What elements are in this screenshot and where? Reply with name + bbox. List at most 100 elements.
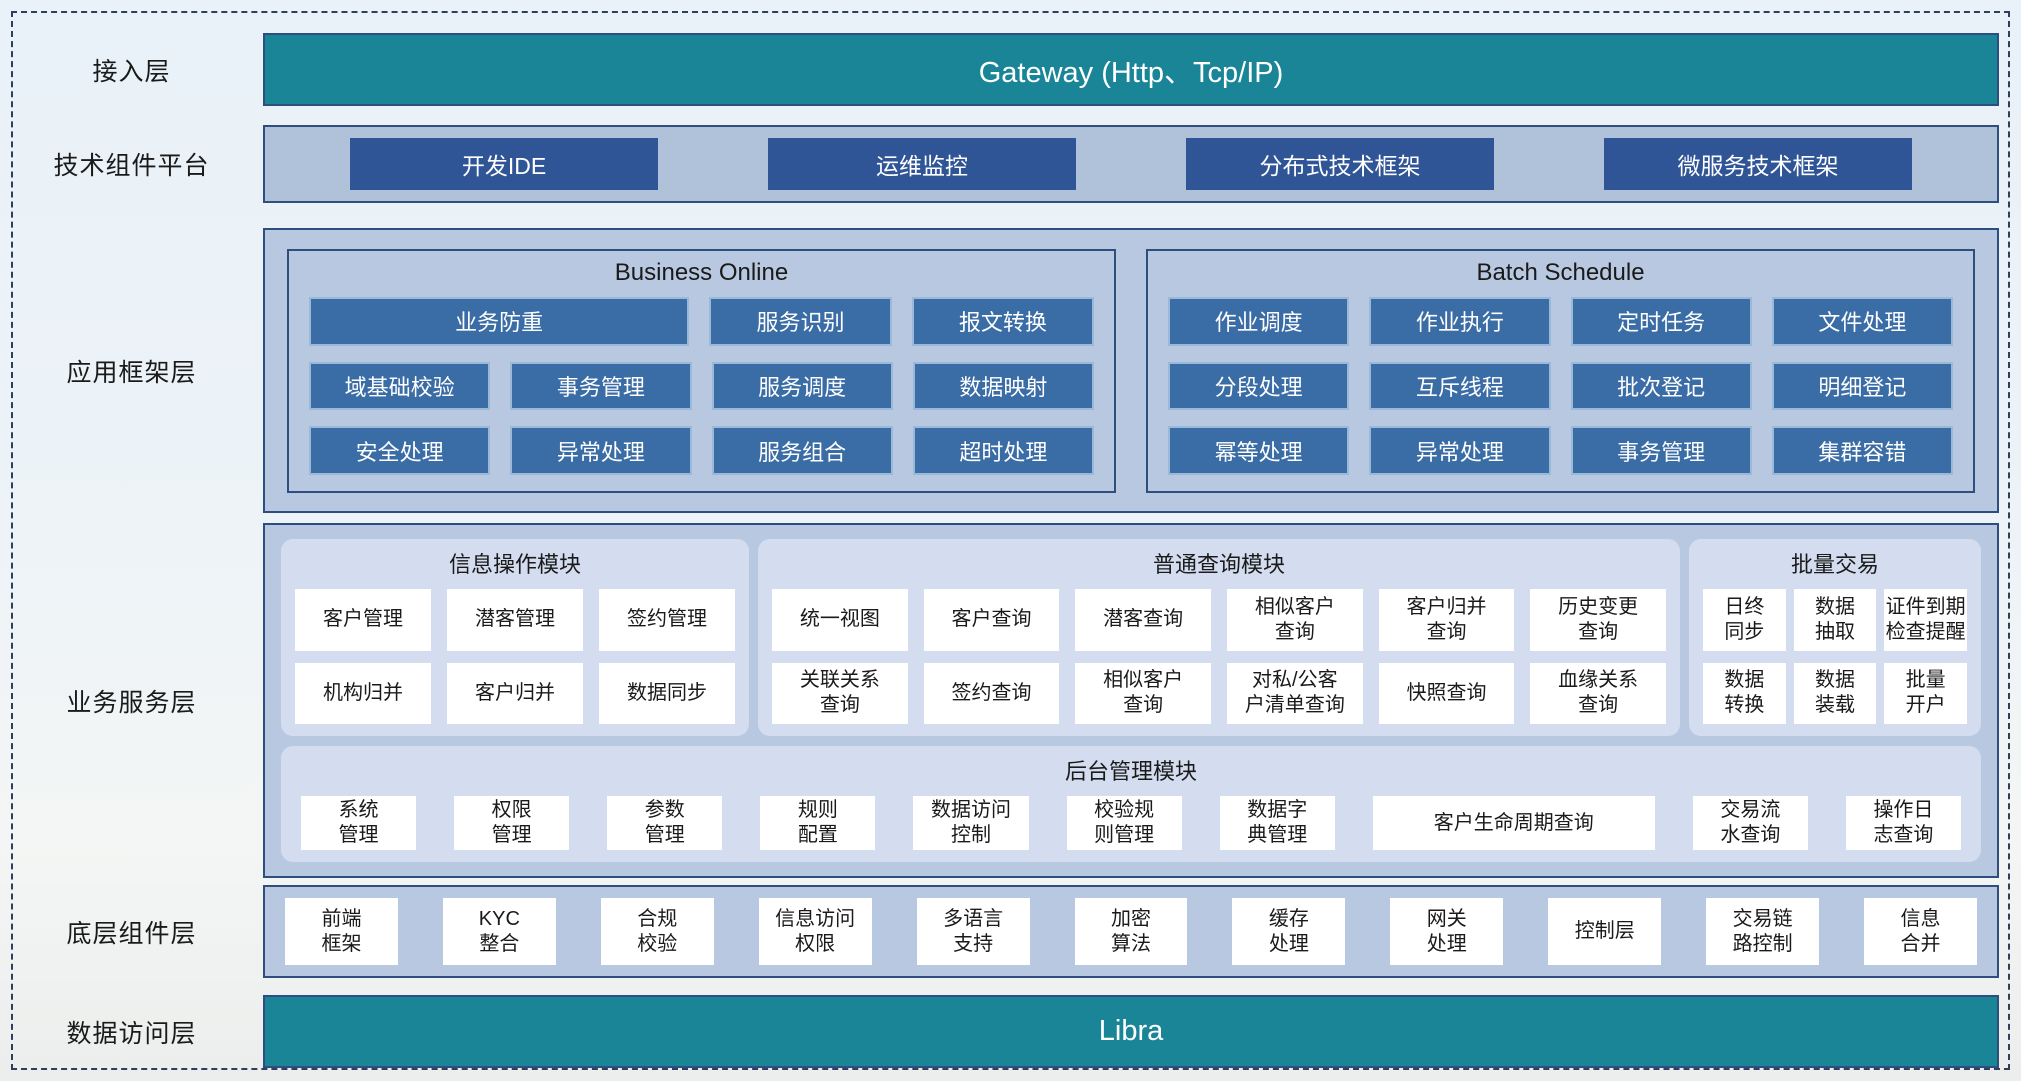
service-box: 参数 管理 — [607, 796, 723, 850]
framework-box: 集群容错 — [1771, 426, 1953, 476]
framework-box: 事务管理 — [1570, 426, 1752, 476]
framework-box: 服务调度 — [711, 361, 893, 411]
layer-label-access: 接入层 — [92, 57, 171, 86]
service-box: 规则 配置 — [760, 796, 876, 850]
component-box: 合规 校验 — [600, 898, 714, 965]
framework-box: 安全处理 — [309, 426, 491, 476]
business-online-rows: 业务防重 服务识别报文转换 域基础校验事务管理服务调度数据映射 安全处理异常处理… — [309, 297, 1094, 476]
common-query-row-2: 关联关系 查询签约查询相似客户 查询对私/公客 户清单查询快照查询血缘关系 查询 — [772, 662, 1666, 724]
framework-box: 文件处理 — [1771, 297, 1953, 346]
business-service-modules: 信息操作模块 客户管理潜客管理签约管理 机构归并客户归并数据同步 普通查询模块 … — [281, 539, 1981, 736]
component-box: 加密 算法 — [1074, 898, 1188, 965]
service-box: 客户管理 — [295, 589, 431, 651]
batch-schedule-row-3: 幂等处理异常处理事务管理集群容错 — [1168, 426, 1953, 476]
libra-bar: Libra — [263, 995, 1999, 1068]
service-box: 关联关系 查询 — [772, 662, 908, 724]
framework-box: 服务组合 — [711, 426, 893, 476]
business-online-row-2: 域基础校验事务管理服务调度数据映射 — [309, 361, 1094, 411]
service-box: 数据访问 控制 — [913, 796, 1029, 850]
app-framework-container: Business Online 业务防重 服务识别报文转换 域基础校验事务管理服… — [263, 228, 1999, 513]
layer-app-framework: 应用框架层 Business Online 业务防重 服务识别报文转换 域基础校… — [0, 228, 1999, 513]
service-box: 客户查询 — [923, 589, 1060, 651]
framework-box: 定时任务 — [1570, 297, 1752, 346]
component-box: 多语言 支持 — [916, 898, 1030, 965]
batch-trade-rows: 日终 同步数据 抽取证件到期 检查提醒 数据 转换数据 装载批量 开户 — [1703, 589, 1967, 724]
framework-box: 作业调度 — [1168, 297, 1350, 346]
service-box: 签约管理 — [599, 589, 735, 651]
framework-box: 异常处理 — [510, 426, 692, 476]
layer-label-tech-platform: 技术组件平台 — [53, 152, 210, 180]
service-box: 机构归并 — [295, 662, 431, 724]
framework-box: 域基础校验 — [309, 361, 491, 411]
batch-schedule-title: Batch Schedule — [1476, 259, 1645, 286]
common-query-module-title: 普通查询模块 — [1152, 552, 1285, 577]
service-box-wide: 客户生命周期查询 — [1372, 796, 1655, 850]
business-online-title: Business Online — [614, 259, 789, 286]
component-box: KYC 整合 — [442, 898, 556, 965]
batch-schedule-row-2: 分段处理互斥线程批次登记明细登记 — [1168, 361, 1953, 411]
framework-box: 异常处理 — [1369, 426, 1551, 476]
layer-label-data-access: 数据访问层 — [66, 1019, 197, 1048]
batch-trade-row-2: 数据 转换数据 装载批量 开户 — [1703, 662, 1967, 724]
component-box: 信息 合并 — [1864, 898, 1977, 965]
framework-box: 幂等处理 — [1168, 426, 1350, 476]
framework-box: 互斥线程 — [1369, 361, 1551, 411]
common-query-module: 普通查询模块 统一视图客户查询潜客查询相似客户 查询客户归并 查询历史变更 查询… — [758, 539, 1680, 736]
service-box: 数据字 典管理 — [1219, 796, 1335, 850]
layer-access-content: Gateway (Http、Tcp/IP) — [263, 33, 1999, 106]
framework-box: 分段处理 — [1168, 361, 1350, 411]
layer-app-framework-content: Business Online 业务防重 服务识别报文转换 域基础校验事务管理服… — [263, 228, 1999, 513]
service-box: 血缘关系 查询 — [1530, 662, 1666, 724]
service-box: 数据 转换 — [1703, 662, 1786, 724]
info-operation-rows: 客户管理潜客管理签约管理 机构归并客户归并数据同步 — [295, 589, 735, 724]
service-box: 证件到期 检查提醒 — [1884, 589, 1967, 651]
service-box: 权限 管理 — [454, 796, 570, 850]
layer-data-access: 数据访问层 Libra — [0, 995, 1999, 1068]
tech-platform-button: 分布式技术框架 — [1186, 138, 1494, 190]
info-operation-row-1: 客户管理潜客管理签约管理 — [295, 589, 735, 651]
service-box: 潜客管理 — [447, 589, 583, 651]
service-box: 客户归并 查询 — [1378, 589, 1515, 651]
framework-box: 明细登记 — [1771, 361, 1953, 411]
business-online-panel: Business Online 业务防重 服务识别报文转换 域基础校验事务管理服… — [287, 249, 1116, 493]
layer-label-base-components: 底层组件层 — [66, 919, 197, 948]
service-box: 签约查询 — [923, 662, 1060, 724]
framework-box: 作业执行 — [1369, 297, 1551, 346]
framework-box: 数据映射 — [912, 361, 1094, 411]
service-box: 日终 同步 — [1703, 589, 1786, 651]
framework-box: 报文转换 — [911, 297, 1094, 346]
info-operation-module-title: 信息操作模块 — [448, 552, 581, 577]
service-box: 快照查询 — [1378, 662, 1515, 724]
gateway-bar: Gateway (Http、Tcp/IP) — [263, 33, 1999, 106]
component-box: 前端 框架 — [285, 898, 398, 965]
layer-label-app-framework: 应用框架层 — [66, 358, 197, 387]
service-box: 相似客户 查询 — [1075, 662, 1211, 724]
business-service-container: 信息操作模块 客户管理潜客管理签约管理 机构归并客户归并数据同步 普通查询模块 … — [263, 523, 1999, 878]
component-box: 交易链 路控制 — [1706, 898, 1820, 965]
framework-box: 事务管理 — [510, 361, 692, 411]
layer-business-service: 业务服务层 信息操作模块 客户管理潜客管理签约管理 机构归并客户归并数据同步 普… — [0, 523, 1999, 878]
admin-module: 后台管理模块 系统 管理权限 管理参数 管理规则 配置数据访问 控制校验规 则管… — [281, 746, 1981, 862]
layer-base-components: 底层组件层 前端 框架 KYC 整合合规 校验信息访问 权限多语言 支持加密 算法… — [0, 885, 1999, 978]
layer-business-service-content: 信息操作模块 客户管理潜客管理签约管理 机构归并客户归并数据同步 普通查询模块 … — [263, 523, 1999, 878]
service-box: 潜客查询 — [1075, 589, 1211, 651]
batch-schedule-row-1: 作业调度作业执行定时任务文件处理 — [1168, 297, 1953, 346]
service-box: 数据 装载 — [1793, 662, 1877, 724]
framework-box-wide: 业务防重 — [309, 297, 690, 346]
service-box: 客户归并 — [447, 662, 583, 724]
admin-module-row: 系统 管理权限 管理参数 管理规则 配置数据访问 控制校验规 则管理数据字 典管… — [295, 796, 1967, 850]
service-box: 交易流 水查询 — [1692, 796, 1808, 850]
tech-platform-button: 微服务技术框架 — [1604, 138, 1912, 190]
component-box: 信息访问 权限 — [758, 898, 872, 965]
admin-module-title: 后台管理模块 — [1064, 759, 1197, 784]
service-box: 历史变更 查询 — [1530, 589, 1666, 651]
service-box: 数据 抽取 — [1793, 589, 1877, 651]
service-box: 相似客户 查询 — [1227, 589, 1363, 651]
layer-access: 接入层 Gateway (Http、Tcp/IP) — [0, 33, 1999, 106]
